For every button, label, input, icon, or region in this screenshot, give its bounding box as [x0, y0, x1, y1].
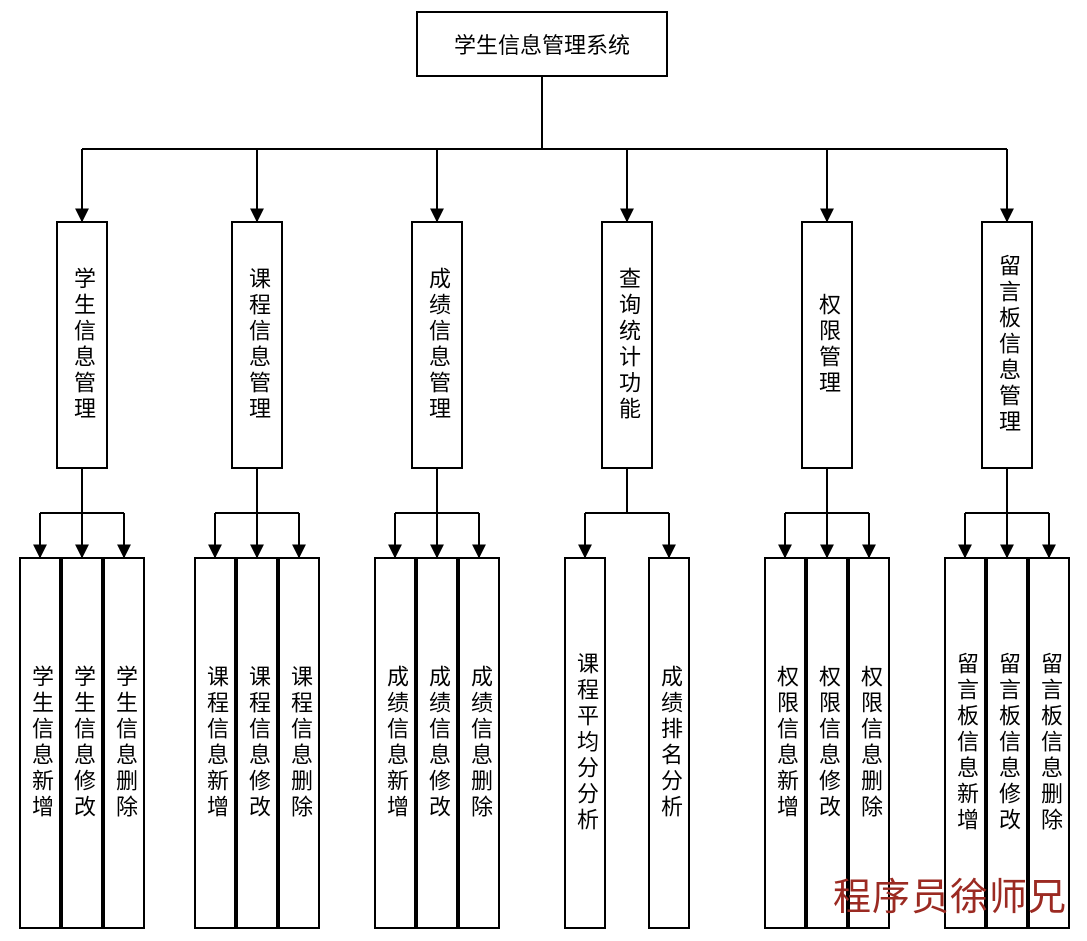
sub-node-2-3: 课程信息删除 [278, 557, 320, 929]
sub-node-6-2-label: 留言板信息修改 [995, 652, 1020, 834]
sub-node-1-2: 学生信息修改 [61, 557, 103, 929]
sub-node-1-2-label: 学生信息修改 [70, 665, 95, 821]
sub-node-4-2: 成绩排名分析 [648, 557, 690, 929]
sub-node-5-2: 权限信息修改 [806, 557, 848, 929]
sub-node-3-2-label: 成绩信息修改 [425, 665, 450, 821]
module-node-1: 学生信息管理 [56, 221, 108, 469]
sub-node-3-3-label: 成绩信息删除 [467, 665, 492, 821]
module-node-2: 课程信息管理 [231, 221, 283, 469]
module-node-2-label: 课程信息管理 [245, 267, 270, 423]
sub-node-5-3: 权限信息删除 [848, 557, 890, 929]
module-node-4-label: 查询统计功能 [615, 267, 640, 423]
sub-node-1-3-label: 学生信息删除 [112, 665, 137, 821]
sub-node-6-3-label: 留言板信息删除 [1037, 652, 1062, 834]
module-node-6: 留言板信息管理 [981, 221, 1033, 469]
sub-node-5-1-label: 权限信息新增 [773, 665, 798, 821]
module-node-3-label: 成绩信息管理 [425, 267, 450, 423]
sub-node-1-1: 学生信息新增 [19, 557, 61, 929]
sub-node-4-1: 课程平均分分析 [564, 557, 606, 929]
sub-node-3-1: 成绩信息新增 [374, 557, 416, 929]
sub-node-6-2: 留言板信息修改 [986, 557, 1028, 929]
sub-node-2-2: 课程信息修改 [236, 557, 278, 929]
module-node-1-label: 学生信息管理 [70, 267, 95, 423]
sub-node-1-1-label: 学生信息新增 [28, 665, 53, 821]
sub-node-6-1-label: 留言板信息新增 [953, 652, 978, 834]
sub-node-2-1: 课程信息新增 [194, 557, 236, 929]
sub-node-6-3: 留言板信息删除 [1028, 557, 1070, 929]
module-node-4: 查询统计功能 [601, 221, 653, 469]
sub-node-2-3-label: 课程信息删除 [287, 665, 312, 821]
sub-node-5-2-label: 权限信息修改 [815, 665, 840, 821]
root-node: 学生信息管理系统 [416, 11, 668, 77]
module-node-3: 成绩信息管理 [411, 221, 463, 469]
sub-node-6-1: 留言板信息新增 [944, 557, 986, 929]
sub-node-3-2: 成绩信息修改 [416, 557, 458, 929]
module-node-6-label: 留言板信息管理 [995, 254, 1020, 436]
sub-node-3-3: 成绩信息删除 [458, 557, 500, 929]
sub-node-3-1-label: 成绩信息新增 [383, 665, 408, 821]
sub-node-1-3: 学生信息删除 [103, 557, 145, 929]
root-label: 学生信息管理系统 [453, 34, 630, 59]
sub-node-5-1: 权限信息新增 [764, 557, 806, 929]
watermark: 程序员徐师兄 [832, 875, 1067, 919]
sub-node-2-2-label: 课程信息修改 [245, 665, 270, 821]
sub-node-4-2-label: 成绩排名分析 [657, 665, 682, 821]
sub-node-5-3-label: 权限信息删除 [857, 665, 882, 821]
module-node-5-label: 权限管理 [815, 293, 840, 397]
sub-node-4-1-label: 课程平均分分析 [573, 652, 598, 834]
sub-node-2-1-label: 课程信息新增 [203, 665, 228, 821]
module-node-5: 权限管理 [801, 221, 853, 469]
